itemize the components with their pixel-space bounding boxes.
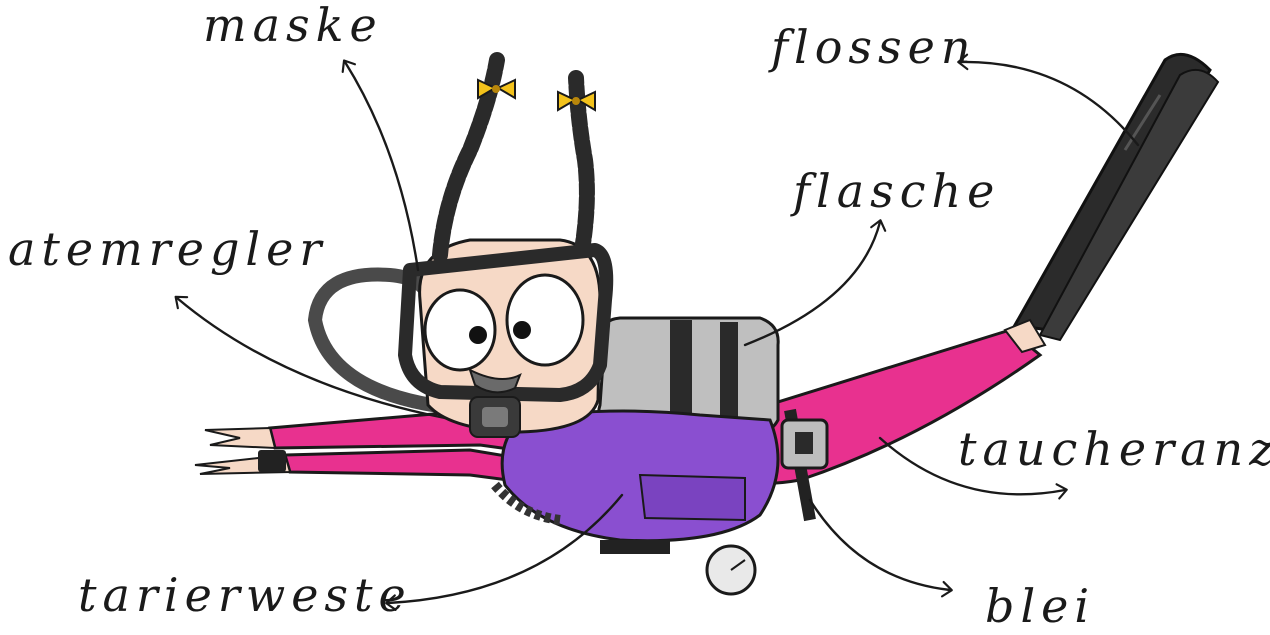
- label-flasche: flasche: [793, 168, 1000, 214]
- arrow-flossen: [960, 62, 1138, 145]
- regulator: [470, 397, 520, 437]
- label-taucheranzug: taucheranzug: [958, 426, 1270, 472]
- label-maske: maske: [203, 2, 383, 48]
- label-tarierweste: tarierweste: [78, 572, 412, 618]
- pressure-gauge: [600, 540, 755, 594]
- label-blei: blei: [985, 583, 1095, 629]
- label-flossen: flossen: [771, 24, 977, 70]
- fins: [1015, 54, 1218, 340]
- weight-belt: [782, 410, 827, 520]
- label-atemregler: atemregler: [8, 226, 327, 272]
- braids: [440, 60, 595, 255]
- arrow-blei: [810, 500, 950, 590]
- arrow-maske: [345, 62, 418, 270]
